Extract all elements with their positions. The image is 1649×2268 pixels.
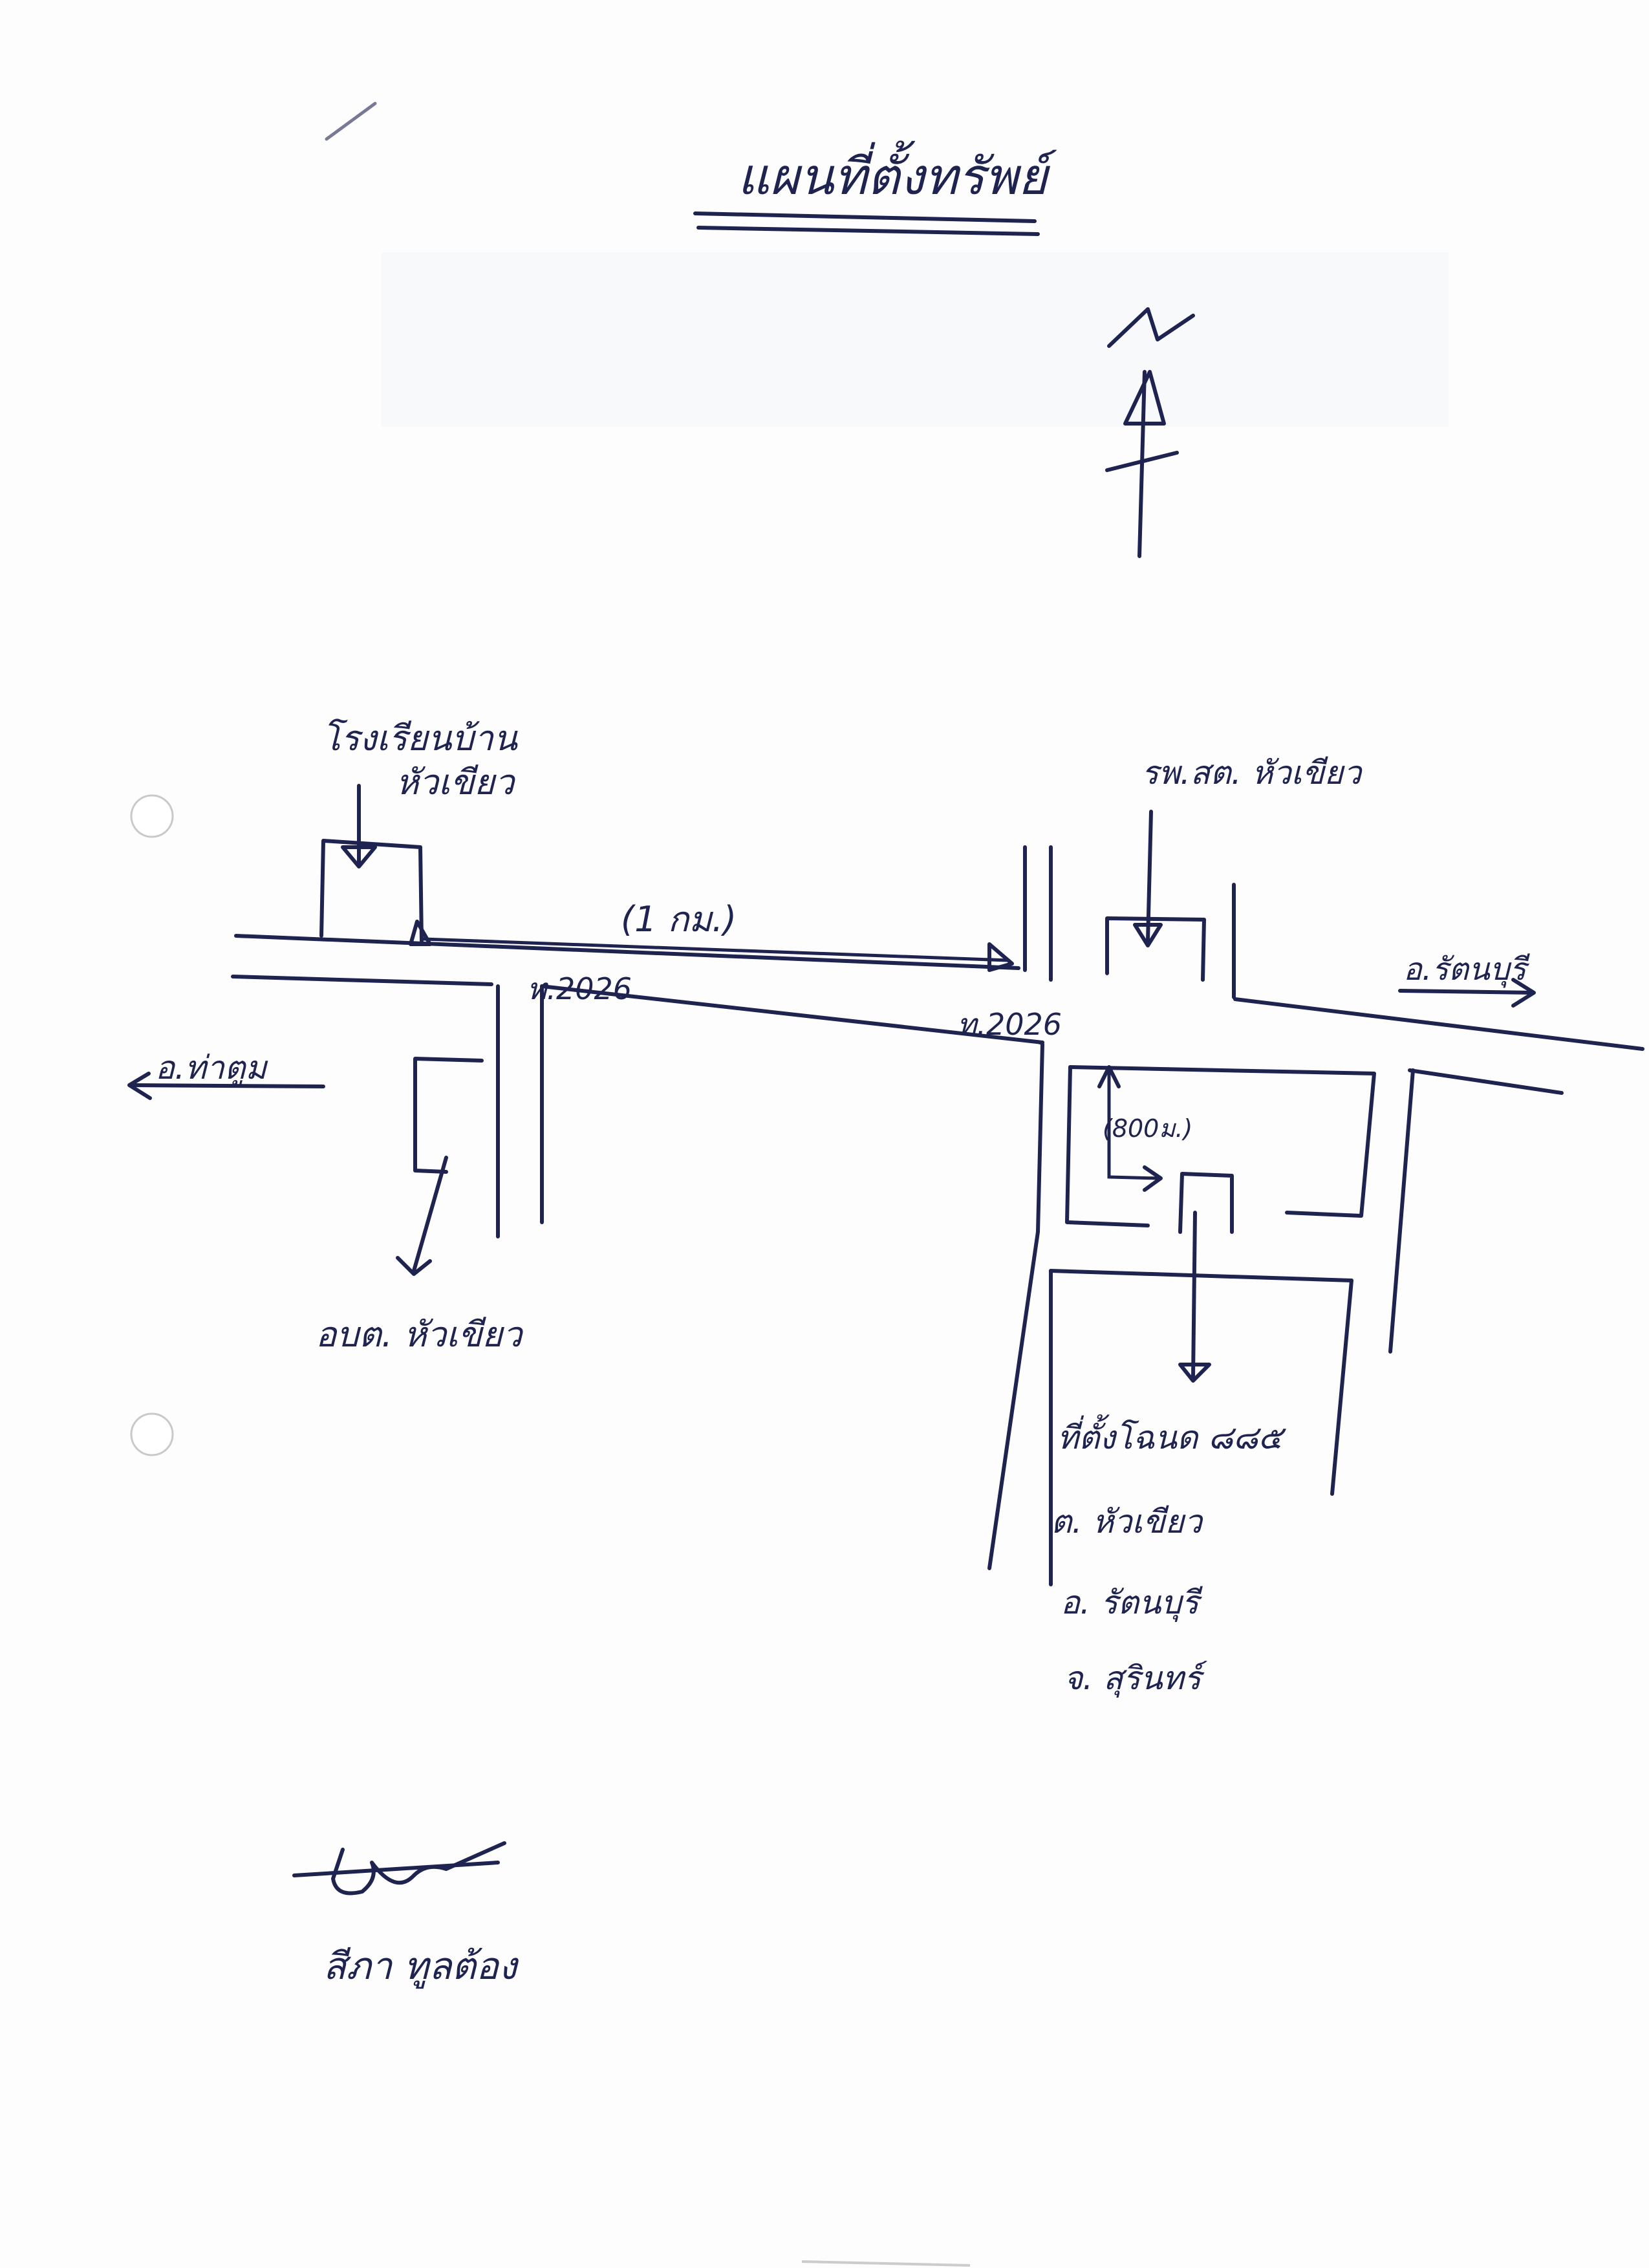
main-road-south-edge-1 [231,975,493,986]
map-title: แผนที่ตั้งทรัพย์ [737,140,1057,206]
road-label-1: ท.2026 [527,971,632,1006]
district-office-pointer-arrowhead [396,1256,432,1276]
district-office-pointer-line [412,1156,448,1273]
school-label-line-2: หัวเขียว [396,762,516,803]
punch-hole-top [130,794,174,838]
distance-arrow-main-east-head [987,942,1014,972]
distance-arrow-side-east-head [1143,1165,1163,1192]
main-road-south-edge-east [1408,1068,1564,1095]
school-label-line-1: โรงเรียนบ้าน [322,718,519,759]
east-vertical-road [1388,1068,1415,1354]
hospital-pointer-arrowhead [1133,923,1163,947]
distance-label-side: (800ม.) [1103,1114,1192,1143]
property-pointer-arrowhead [1178,1363,1211,1383]
main-road-south-edge-2 [540,984,1044,1044]
title-underline-1 [693,211,1037,223]
east-direction-arrowhead [1511,978,1536,1008]
main-road-north-edge-east [1233,997,1644,1051]
east-direction-line [1398,989,1535,995]
property-label-line-4: จ. สุรินทร์ [1064,1659,1207,1698]
edge-stain [801,2260,971,2267]
distance-arrow-side [1107,1068,1159,1180]
property-block-west-side [1065,1065,1150,1227]
distance-label-main: (1 กม.) [621,899,737,940]
west-direction-line [131,1083,325,1088]
hospital-pointer-line [1146,810,1153,943]
stray-mark [325,102,377,141]
north-arrow-icon [1105,307,1195,558]
lower-cross-road [1049,1269,1353,1282]
property-label-line-2: ต. หัวเขียว [1051,1503,1204,1540]
property-pointer-line [1191,1211,1197,1379]
property-label-line-1: ที่ตั้งโฉนด ๘๘๕ [1057,1414,1286,1456]
school-pointer-arrowhead [341,845,377,869]
distance-arrow-main-west-head [409,920,432,946]
lower-cross-road-east [1330,1279,1353,1496]
south-road-west-edge [987,1042,1044,1570]
district-office-building [413,1057,484,1174]
title-underline-2 [696,226,1040,236]
west-direction-arrowhead [127,1072,152,1100]
hospital-label: รพ.สต. หัวเขียว [1141,754,1363,792]
main-road-north-edge-west [234,934,1020,970]
west-direction-label: อ.ท่าตูม [155,1049,268,1088]
hospital-building [1105,916,1206,982]
distance-arrow-main [422,937,1011,962]
east-direction-label: อ.รัตนบุรี [1403,951,1530,988]
distance-arrow-side-north-head [1097,1065,1121,1088]
road-label-2: ท.2026 [957,1007,1062,1042]
property-label-line-3: อ. รัตนบุรี [1061,1584,1203,1623]
punch-hole-bottom [130,1412,174,1456]
signature-name: สีภา ทูลต้อง [323,1944,519,1989]
property-block-outline [1068,1065,1376,1218]
district-office-label: อบต. หัวเขียว [316,1314,524,1355]
property-building [1178,1172,1234,1234]
bleed-through-block [382,252,1449,427]
school-building [319,839,424,943]
signature-mark [292,1841,506,1895]
